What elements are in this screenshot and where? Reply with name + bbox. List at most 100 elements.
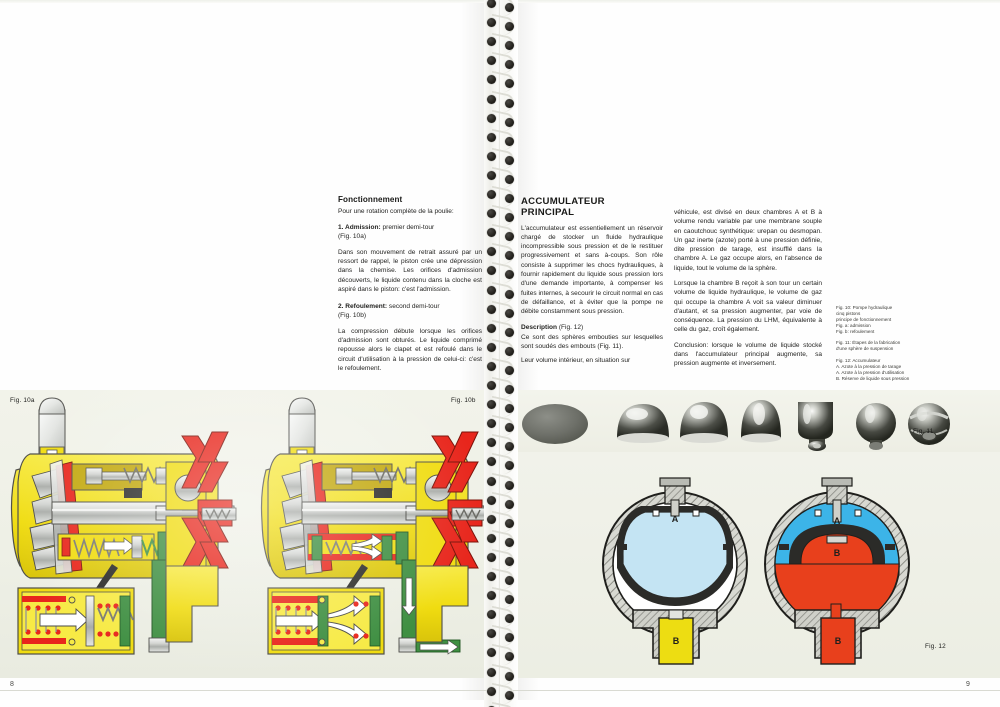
binding-hole bbox=[505, 404, 514, 414]
admission-figref: (Fig. 10a) bbox=[338, 233, 367, 241]
fonctionnement-column: Fonctionnement Pour une rotation complèt… bbox=[338, 195, 482, 379]
binding-hole bbox=[487, 18, 496, 28]
binding-hole bbox=[487, 438, 496, 448]
admission-label: 1. Admission: bbox=[338, 224, 381, 232]
binding-hole bbox=[487, 75, 496, 85]
binding-spine bbox=[498, 0, 500, 707]
binding-hole bbox=[487, 285, 496, 295]
pump-cutaway-fig10a bbox=[10, 397, 237, 655]
binding-hole bbox=[487, 342, 496, 352]
admission-body: Dans son mouvement de retrait assuré par… bbox=[338, 248, 482, 293]
binding-hole bbox=[487, 591, 496, 601]
fig12-left-label-b: B bbox=[673, 636, 680, 646]
refoulement-label: 2. Refoulement: bbox=[338, 303, 388, 311]
sphere-stage-7-finished-sphere bbox=[908, 403, 950, 445]
binding-hole bbox=[487, 552, 496, 562]
figure-10-band: Fig. 10a Fig. 10b bbox=[0, 390, 487, 678]
binding-hole bbox=[487, 514, 496, 524]
description-heading: Description bbox=[521, 324, 558, 332]
binding-coil-loop bbox=[484, 147, 518, 171]
binding-hole bbox=[487, 705, 496, 707]
accumulateur-heading: ACCUMULATEUR PRINCIPAL bbox=[521, 196, 663, 219]
binding-hole bbox=[487, 419, 496, 429]
sphere-stage-6-sphere-with-boss bbox=[856, 403, 896, 450]
caption-line: Fig. a: admission bbox=[836, 322, 871, 328]
admission-label-line: 1. Admission: premier demi-tour bbox=[338, 223, 482, 232]
binding-hole bbox=[487, 190, 496, 199]
binding-coil-loop bbox=[484, 529, 518, 553]
binding-coil-loop bbox=[484, 682, 518, 705]
binding-coil-loop bbox=[484, 663, 518, 686]
binding-hole bbox=[505, 595, 514, 605]
binding-coil-loop bbox=[484, 586, 518, 610]
description-continuation: Leur volume intérieur, en situation sur bbox=[521, 357, 631, 365]
binding-coil-loop bbox=[484, 51, 518, 75]
binding-hole bbox=[487, 495, 496, 505]
refoulement-label-line: 2. Refoulement: second demi-tour bbox=[338, 302, 482, 311]
binding-hole bbox=[505, 346, 514, 356]
binding-hole bbox=[505, 98, 514, 108]
binding-hole bbox=[505, 213, 514, 223]
sphere-stage-1-disc bbox=[522, 404, 588, 444]
binding-hole bbox=[487, 381, 496, 390]
binding-hole bbox=[505, 289, 514, 299]
description-heading-line: Description (Fig. 12) bbox=[521, 323, 663, 332]
fig-10a-label: Fig. 10a bbox=[10, 397, 35, 404]
accumulateur-paragraph-4: Conclusion: lorsque le volume de liquide… bbox=[674, 341, 822, 368]
caption-line: Fig. b: refoulement bbox=[836, 328, 875, 334]
binding-coil-loop bbox=[484, 0, 518, 18]
binding-hole bbox=[487, 648, 496, 658]
binding-hole bbox=[505, 556, 514, 566]
binding-coil-loop bbox=[484, 376, 518, 400]
binding-hole bbox=[505, 308, 514, 318]
binding-hole bbox=[487, 629, 496, 639]
caption-fig12: Fig. 12: Accumulateur A. Azote à la pres… bbox=[836, 358, 946, 382]
description-figref: (Fig. 12) bbox=[557, 324, 584, 332]
binding-coil-loop bbox=[484, 433, 518, 457]
binding-hole bbox=[487, 304, 496, 314]
binding-coil-loop bbox=[484, 510, 518, 533]
caption-line: Fig. 10: Pompe hydraulique bbox=[836, 305, 893, 310]
binding-coil-loop bbox=[484, 567, 518, 591]
binding-coil-loop bbox=[484, 472, 518, 495]
sphere-stage-3-deep-cup bbox=[680, 402, 728, 443]
binding-coil-loop bbox=[484, 13, 518, 37]
binding-coil-loop bbox=[484, 32, 518, 56]
fig12-right-label-a: A bbox=[834, 516, 841, 526]
caption-fig10: Fig. 10: Pompe hydraulique cinq pistons … bbox=[836, 305, 946, 334]
figure-12-band: A B bbox=[513, 452, 1000, 678]
binding-hole bbox=[487, 56, 496, 66]
spiral-binding bbox=[484, 0, 518, 707]
refoulement-figref: (Fig. 10b) bbox=[338, 312, 367, 320]
binding-hole bbox=[487, 0, 496, 8]
binding-hole bbox=[505, 690, 514, 700]
accumulateur-intro-paragraph: L'accumulateur est essentiellement un ré… bbox=[521, 224, 663, 316]
accumulator-cross-sections: A B bbox=[601, 477, 911, 665]
binding-hole bbox=[487, 170, 496, 180]
binding-coil-loop bbox=[484, 166, 518, 190]
binding-hole bbox=[505, 671, 514, 681]
accumulateur-column-2: véhicule, est divisé en deux chambres A … bbox=[674, 208, 822, 375]
description-body: Ce sont des sphères embouties sur lesque… bbox=[521, 333, 663, 350]
binding-hole bbox=[505, 270, 514, 280]
binding-hole bbox=[505, 194, 514, 203]
binding-hole bbox=[487, 610, 496, 620]
fig-10b-label: Fig. 10b bbox=[451, 397, 476, 404]
binding-hole bbox=[487, 247, 496, 257]
pump-cutaway-fig10b bbox=[260, 397, 487, 655]
refoulement-label-rest: second demi-tour bbox=[387, 303, 440, 311]
binding-coil-loop bbox=[484, 128, 518, 151]
page-number-right: 9 bbox=[966, 681, 970, 688]
binding-hole bbox=[487, 572, 496, 581]
binding-hole bbox=[487, 667, 496, 677]
accumulateur-paragraph-3: Lorsque la chambre B reçoit à son tour u… bbox=[674, 279, 822, 334]
accumulateur-column-1: ACCUMULATEUR PRINCIPAL L'accumulateur es… bbox=[521, 196, 663, 372]
figure-11-band: Fig. 11 bbox=[513, 390, 1000, 452]
binding-hole bbox=[505, 633, 514, 643]
binding-hole bbox=[505, 174, 514, 184]
binding-hole bbox=[487, 37, 496, 47]
binding-hole bbox=[505, 79, 514, 89]
caption-line: A. Azote à la pression de tarage bbox=[836, 364, 902, 369]
binding-hole bbox=[487, 476, 496, 486]
binding-hole bbox=[487, 209, 496, 219]
